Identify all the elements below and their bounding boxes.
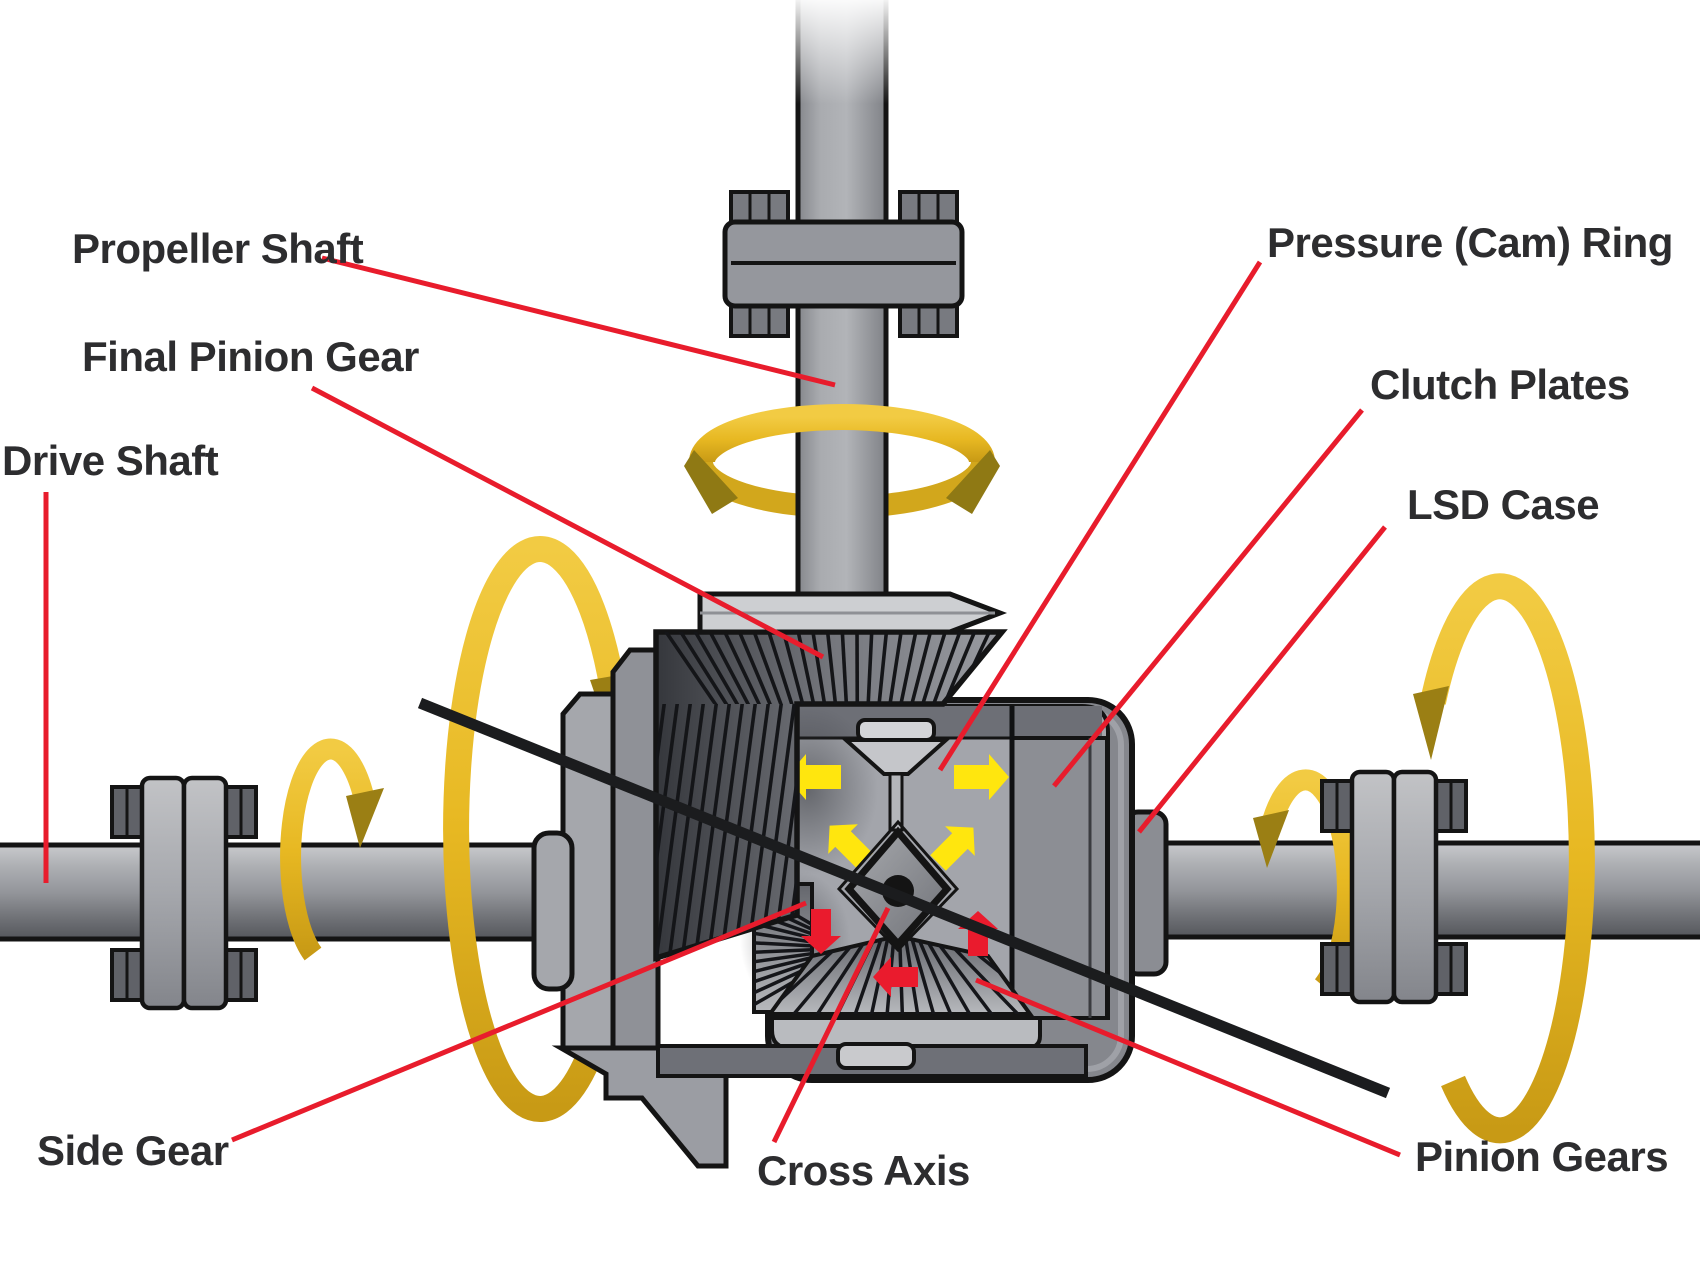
- label-side-gear: Side Gear: [37, 1127, 229, 1174]
- red-arrow-left-icon: [873, 957, 918, 997]
- case-foot-tab: [836, 1042, 916, 1070]
- leader-lsd-case: [1137, 525, 1387, 834]
- leader-lines: [43, 255, 1401, 1158]
- flange-coupling-left: [110, 775, 258, 1011]
- label-final-pinion-gear: Final Pinion Gear: [82, 333, 419, 380]
- leader-pinion-gears: [975, 977, 1401, 1158]
- red-arrow-down-icon: [801, 909, 841, 954]
- label-cross-axis: Cross Axis: [757, 1147, 970, 1194]
- propeller-rotation-ring: [684, 404, 1000, 514]
- leader-cross-axis: [771, 906, 891, 1144]
- rotation-arc-small-left: [280, 738, 384, 961]
- pinion-gear-top: [840, 718, 952, 832]
- leader-propeller-shaft: [321, 255, 836, 388]
- leader-pressure-cam-ring: [937, 260, 1263, 772]
- label-clutch-plates: Clutch Plates: [1370, 361, 1630, 408]
- cross-axis-line: [417, 697, 1391, 1099]
- outward-arrow-upleft-icon: [828, 824, 873, 869]
- outward-arrow-upright-icon: [930, 826, 975, 871]
- flange-coupling-right: [1320, 769, 1468, 1005]
- label-propeller-shaft: Propeller Shaft: [72, 225, 364, 272]
- leader-final-pinion-gear: [310, 385, 825, 660]
- final-pinion-gear: [653, 591, 1008, 962]
- outward-arrow-right-icon: [954, 754, 1009, 800]
- label-lsd-case: LSD Case: [1407, 481, 1600, 528]
- label-pressure-cam-ring: Pressure (Cam) Ring: [1267, 219, 1673, 266]
- leader-side-gear: [231, 900, 807, 1143]
- propeller-shaft-flange: [722, 190, 965, 338]
- rotation-arc-large-right: [1413, 573, 1596, 1144]
- label-drive-shaft: Drive Shaft: [2, 437, 219, 484]
- label-pinion-gears: Pinion Gears: [1415, 1133, 1669, 1180]
- leader-clutch-plates: [1052, 408, 1364, 788]
